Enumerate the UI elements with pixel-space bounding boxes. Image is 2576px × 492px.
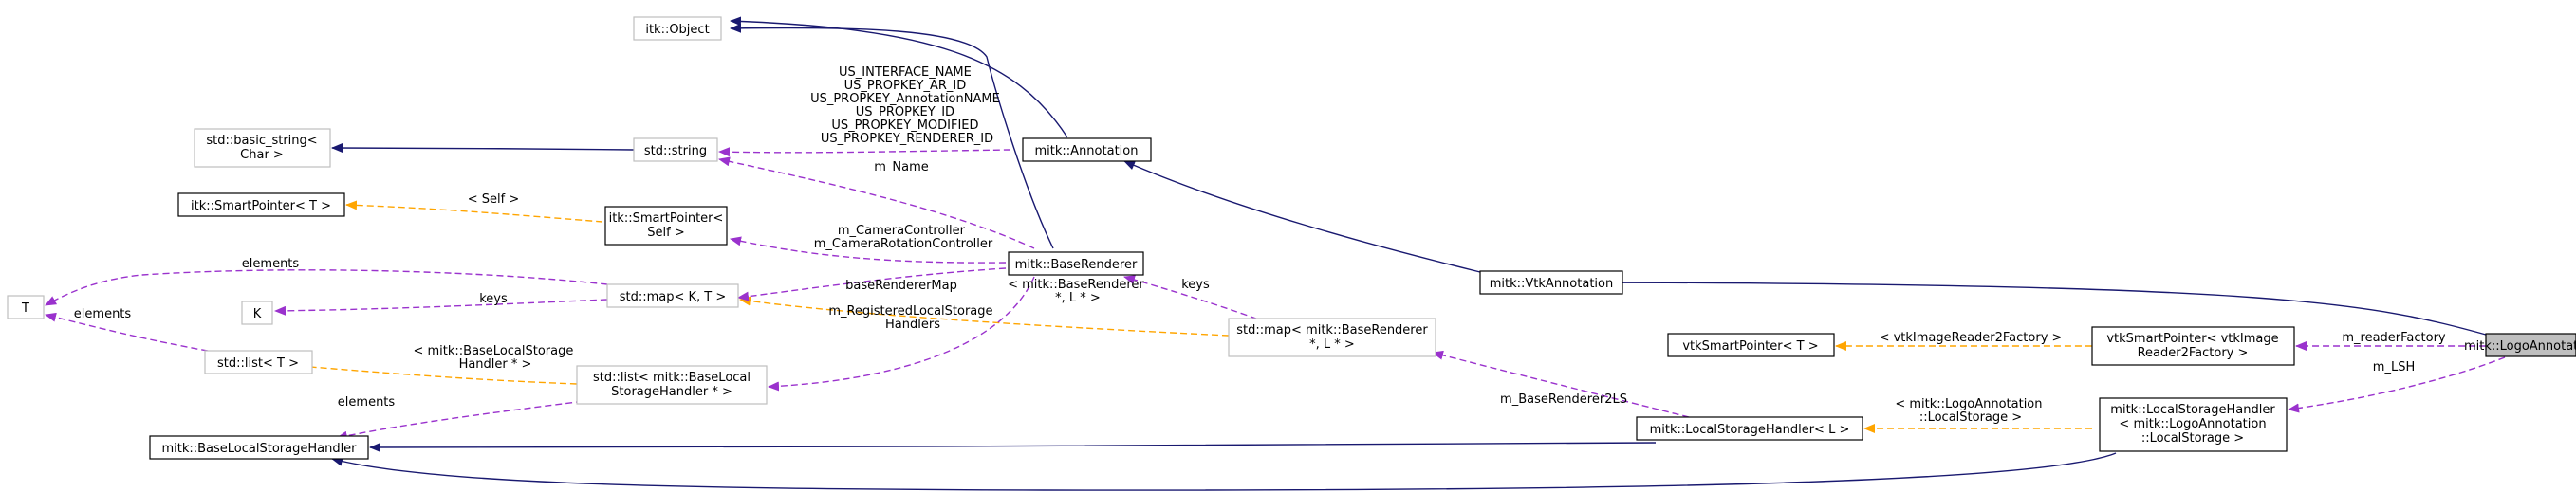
node-logo-annotation[interactable]: mitk::LogoAnnotation	[2464, 333, 2576, 357]
svg-text:std::map< mitk::BaseRenderer: std::map< mitk::BaseRenderer	[1236, 323, 1428, 337]
node-itk-object[interactable]: itk::Object	[633, 16, 722, 41]
label-logols: < mitk::LogoAnnotation ::LocalStorage >	[1895, 397, 2046, 425]
label-self: < Self >	[468, 192, 520, 207]
label-mlsh: m_LSH	[2373, 360, 2415, 374]
label-elements-bls: elements	[338, 395, 396, 410]
svg-text:StorageHandler * >: StorageHandler * >	[611, 385, 732, 399]
nodes: mitk::LogoAnnotation mitk::VtkAnnotation…	[7, 16, 2576, 460]
node-std-list-t[interactable]: std::list< T >	[204, 350, 313, 374]
edge-stdmapbr-br	[1123, 275, 1268, 323]
svg-text:< mitk::LogoAnnotation: < mitk::LogoAnnotation	[2119, 417, 2266, 431]
node-itk-smartpointer-t[interactable]: itk::SmartPointer< T >	[177, 192, 345, 217]
edge-logo-lshlogo	[2288, 356, 2506, 413]
svg-text:mitk::BaseRenderer: mitk::BaseRenderer	[1015, 258, 1138, 272]
svg-text:std::string: std::string	[644, 144, 707, 158]
svg-text:Reader2Factory >: Reader2Factory >	[2138, 346, 2249, 360]
svg-text:*, L * >: *, L * >	[1309, 337, 1355, 352]
node-std-list-baselocal[interactable]: std::list< mitk::BaseLocal StorageHandle…	[576, 365, 768, 405]
node-std-map-baserenderer[interactable]: std::map< mitk::BaseRenderer *, L * >	[1228, 318, 1436, 357]
edge-br-stdlistbl	[768, 276, 1035, 392]
edge-labels: US_INTERFACE_NAME US_PROPKEY_AR_ID US_PR…	[74, 65, 2446, 425]
edge-str-bstr	[331, 143, 635, 154]
node-local-storage-handler-logo[interactable]: mitk::LocalStorageHandler < mitk::LogoAn…	[2099, 397, 2288, 452]
svg-text:itk::SmartPointer< T >: itk::SmartPointer< T >	[191, 199, 331, 213]
edge-stdlistt-T	[45, 312, 219, 354]
node-annotation[interactable]: mitk::Annotation	[1022, 137, 1152, 162]
svg-text:std::map< K, T >: std::map< K, T >	[620, 290, 727, 304]
edge-logo-vtkann	[1603, 278, 2487, 336]
svg-text:std::basic_string<: std::basic_string<	[206, 134, 317, 148]
svg-text:Self >: Self >	[647, 226, 684, 240]
edge-lsh-bls	[369, 442, 1657, 452]
node-std-string[interactable]: std::string	[633, 137, 718, 162]
edge-vtkann-ann	[1123, 160, 1481, 273]
svg-text:K: K	[253, 307, 262, 321]
node-base-renderer[interactable]: mitk::BaseRenderer	[1008, 251, 1144, 276]
label-brmap: baseRendererMap	[845, 279, 957, 293]
node-vtk-smartpointer-t[interactable]: vtkSmartPointer< T >	[1667, 333, 1835, 357]
edge-stdmapkt-T	[45, 269, 608, 306]
edge-stdlistbl-bls	[336, 399, 594, 441]
label-keys-k: keys	[479, 292, 508, 306]
edge-br-str-mname	[718, 156, 1035, 249]
svg-text:mitk::BaseLocalStorageHandler: mitk::BaseLocalStorageHandler	[161, 442, 357, 456]
edge-ann-itkobject	[730, 16, 1068, 138]
node-vtk-smartpointer-imagereader[interactable]: vtkSmartPointer< vtkImage Reader2Factory…	[2091, 326, 2295, 366]
svg-text:mitk::LocalStorageHandler< L >: mitk::LocalStorageHandler< L >	[1650, 423, 1850, 437]
edge-ann-str-us	[718, 147, 1011, 157]
edge-itkspself-itksp	[345, 200, 603, 223]
node-itk-smartpointer-self[interactable]: itk::SmartPointer< Self >	[604, 206, 728, 246]
label-readerfactory: m_readerFactory	[2342, 331, 2446, 345]
label-blsh: < mitk::BaseLocalStorage Handler * >	[413, 344, 577, 372]
label-mname: m_Name	[874, 160, 929, 174]
svg-text:itk::Object: itk::Object	[645, 23, 709, 37]
node-basic-string[interactable]: std::basic_string< Char >	[194, 128, 331, 168]
node-t[interactable]: T	[7, 295, 45, 319]
label-camctl: m_CameraController m_CameraRotationContr…	[814, 224, 993, 251]
svg-text:vtkSmartPointer< T >: vtkSmartPointer< T >	[1682, 339, 1818, 354]
label-keys-br: keys	[1181, 278, 1210, 292]
edge-br-itkspself-cam	[730, 236, 1007, 264]
label-us: US_INTERFACE_NAME US_PROPKEY_AR_ID US_PR…	[810, 65, 1004, 146]
edge-br-itkobject	[730, 23, 1054, 249]
svg-text:::LocalStorage >: ::LocalStorage >	[2141, 431, 2244, 446]
svg-text:std::list< mitk::BaseLocal: std::list< mitk::BaseLocal	[593, 371, 751, 385]
svg-text:T: T	[21, 301, 29, 316]
label-elements-t: elements	[242, 257, 300, 271]
label-br2ls: m_BaseRenderer2LS	[1500, 392, 1627, 407]
node-base-local-storage-handler[interactable]: mitk::BaseLocalStorageHandler	[149, 435, 369, 460]
edge-stdmapbr-stdmapkt	[739, 296, 1230, 337]
svg-text:mitk::LogoAnnotation: mitk::LogoAnnotation	[2464, 339, 2576, 354]
svg-text:Char >: Char >	[240, 148, 284, 162]
edges	[45, 16, 2506, 491]
label-elements-list: elements	[74, 307, 132, 321]
label-brlt: < mitk::BaseRenderer *, L * >	[1008, 278, 1148, 305]
edge-lshlogo-bls	[331, 452, 2117, 491]
node-local-storage-handler-l[interactable]: mitk::LocalStorageHandler< L >	[1636, 416, 1863, 441]
label-vtkirf: < vtkImageReader2Factory >	[1880, 331, 2063, 345]
node-std-map-kt[interactable]: std::map< K, T >	[606, 283, 739, 308]
edge-lsh-stdmapbr	[1432, 350, 1690, 418]
label-regls: m_RegisteredLocalStorage Handlers	[828, 304, 996, 332]
node-vtk-annotation[interactable]: mitk::VtkAnnotation	[1479, 270, 1623, 295]
edge-stdmapkt-K	[274, 299, 608, 316]
svg-text:mitk::LocalStorageHandler: mitk::LocalStorageHandler	[2110, 403, 2275, 417]
svg-text:itk::SmartPointer<: itk::SmartPointer<	[609, 211, 724, 226]
edge-br-stdmapkt	[737, 267, 1007, 301]
svg-text:mitk::Annotation: mitk::Annotation	[1035, 144, 1139, 158]
svg-text:mitk::VtkAnnotation: mitk::VtkAnnotation	[1490, 277, 1613, 291]
svg-text:vtkSmartPointer< vtkImage: vtkSmartPointer< vtkImage	[2106, 332, 2278, 346]
node-k[interactable]: K	[241, 301, 273, 325]
svg-text:std::list< T >: std::list< T >	[217, 356, 299, 371]
